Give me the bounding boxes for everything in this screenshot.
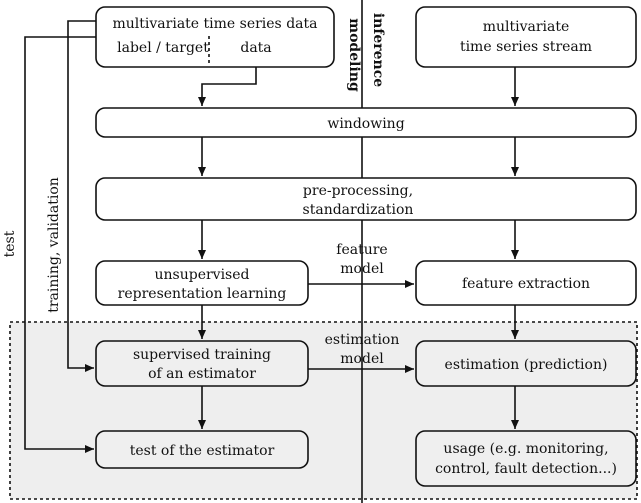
feature-model-label-1: feature bbox=[336, 242, 387, 258]
unsupervised-line1: unsupervised bbox=[155, 267, 250, 283]
preprocessing-line1: pre-processing, bbox=[303, 183, 413, 199]
usage-line2: control, fault detection...) bbox=[435, 461, 617, 477]
arrow-data-to-windowing bbox=[198, 67, 257, 106]
estimation-box bbox=[415, 340, 637, 387]
modeling-label: modeling bbox=[346, 18, 362, 92]
label-target-text: label / target bbox=[117, 40, 209, 56]
estimation-model-label-1: estimation bbox=[325, 332, 400, 348]
feature-model-label-2: model bbox=[340, 261, 384, 277]
inference-label: inference bbox=[370, 13, 386, 87]
preprocessing-line2: standardization bbox=[303, 202, 414, 218]
mts-stream-line1: multivariate bbox=[483, 19, 570, 35]
feature-extraction-box bbox=[415, 260, 637, 306]
training-validation-label: training, validation bbox=[46, 177, 62, 313]
usage-box bbox=[415, 430, 637, 487]
data-text: data bbox=[240, 40, 271, 56]
arrow-test bbox=[24, 36, 96, 453]
windowing-box bbox=[95, 107, 637, 138]
mts-data-title: multivariate time series data bbox=[113, 16, 318, 32]
feature-extraction-label: feature extraction bbox=[462, 276, 590, 292]
arrow-training-validation bbox=[67, 20, 96, 372]
mts-stream-box bbox=[415, 6, 637, 68]
test-estimator-label: test of the estimator bbox=[130, 443, 275, 459]
supervised-line1: supervised training bbox=[133, 347, 271, 363]
estimation-model-label-2: model bbox=[340, 351, 384, 367]
test-label: test bbox=[2, 230, 18, 257]
supervised-line2: of an estimator bbox=[148, 366, 256, 382]
usage-line1: usage (e.g. monitoring, bbox=[443, 441, 608, 457]
unsupervised-line2: representation learning bbox=[118, 286, 287, 302]
test-estimator-box bbox=[95, 430, 309, 469]
estimation-label: estimation (prediction) bbox=[445, 357, 608, 373]
preprocessing-box bbox=[95, 177, 637, 221]
mts-stream-line2: time series stream bbox=[460, 39, 592, 55]
windowing-label: windowing bbox=[327, 116, 404, 132]
